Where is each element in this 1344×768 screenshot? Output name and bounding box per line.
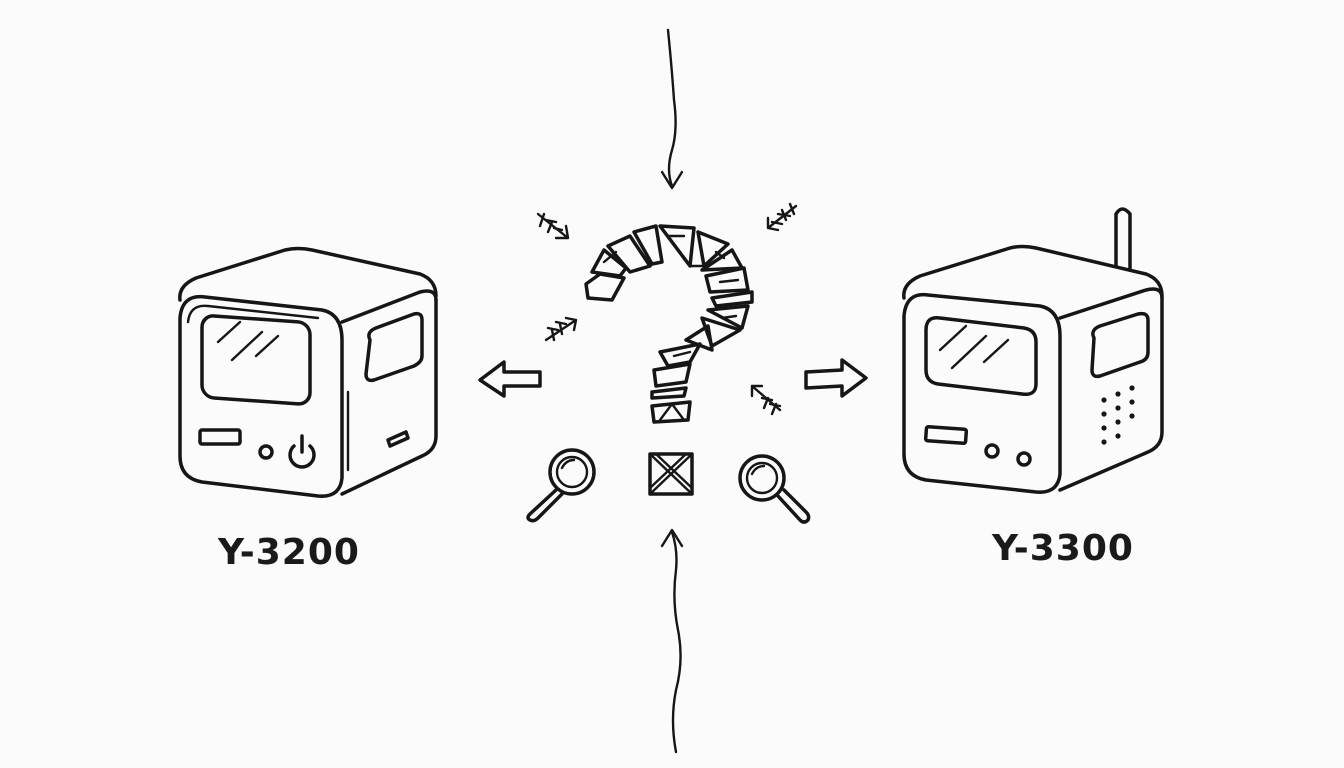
feather-arrow-icon [750,384,782,416]
feather-arrow-icon [544,316,578,342]
question-mark-icon [584,224,754,424]
feather-arrow-icon [536,212,570,240]
device-right-icon [902,207,1164,494]
bottom-arrow-icon [660,528,684,754]
device-left-icon [178,246,438,498]
arrow-right-icon [804,358,868,398]
device-right-label: Y-3300 [992,528,1134,569]
top-arrow-icon [660,28,684,190]
device-left-label: Y-3200 [218,532,360,573]
magnifier-icon [738,454,811,524]
box-x-icon [648,452,694,496]
feather-arrow-icon [766,202,798,232]
magnifier-icon [526,448,596,523]
arrow-left-icon [478,360,542,398]
